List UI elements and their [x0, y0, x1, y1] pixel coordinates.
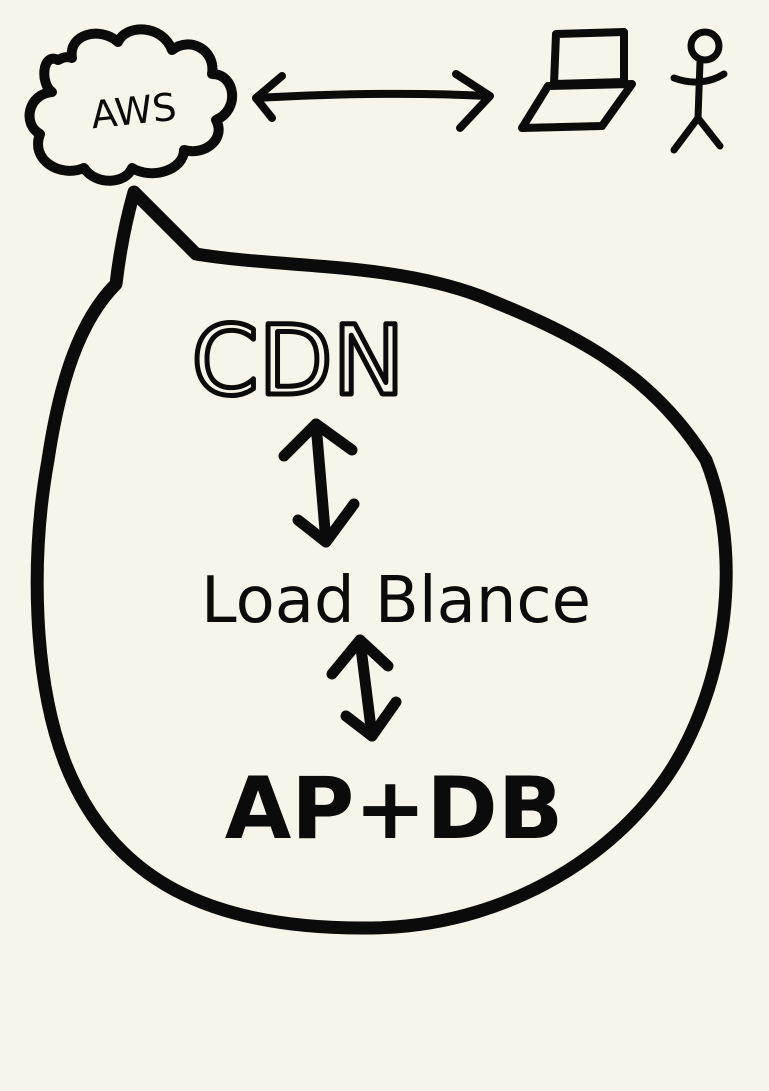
person-icon: [670, 28, 728, 154]
node-ap-db: AP+DB: [225, 759, 564, 859]
node-load-balance: Load Blance: [201, 564, 591, 638]
cloud-icon: [24, 24, 237, 186]
speech-bubble: [30, 185, 733, 935]
double-arrow-icon: [278, 418, 360, 548]
double-arrow-icon: [326, 634, 402, 742]
laptop-icon: [518, 28, 636, 132]
cloud-label: AWS: [89, 85, 179, 138]
node-cdn: CDN: [192, 305, 405, 417]
double-arrow-icon: [252, 70, 494, 132]
cloud-node: AWS: [24, 24, 237, 186]
